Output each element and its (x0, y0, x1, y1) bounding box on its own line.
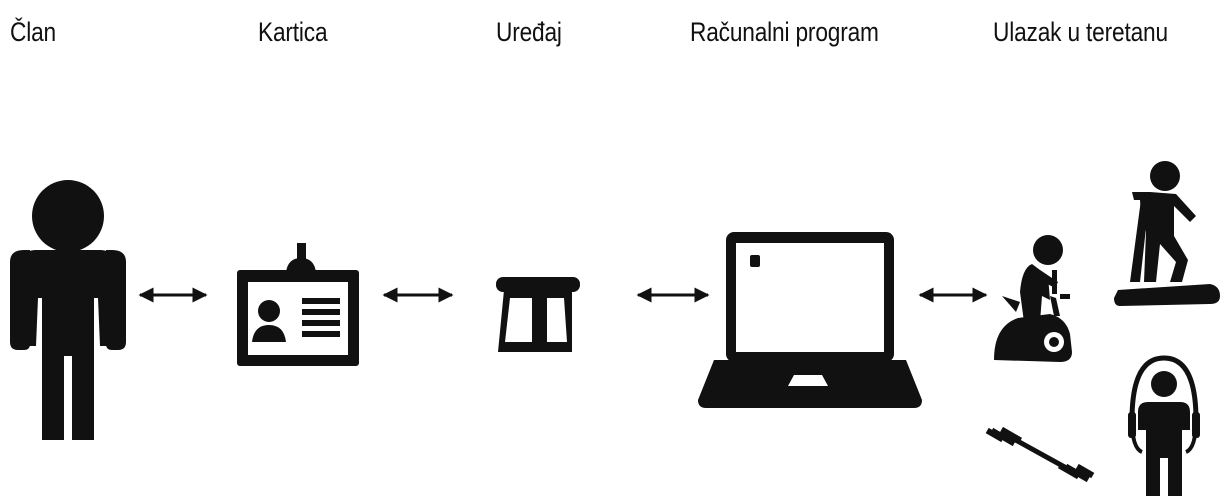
exercise-bike-icon (994, 235, 1072, 362)
label-gym-entry: Ulazak u teretanu (993, 17, 1168, 47)
person-icon (10, 180, 126, 440)
label-software: Računalni program (690, 17, 879, 47)
jump-rope-icon (1128, 355, 1200, 496)
dumbbell-icon (985, 426, 1095, 483)
label-member: Član (10, 17, 56, 47)
label-device: Uređaj (496, 17, 562, 47)
treadmill-icon (1114, 161, 1220, 306)
label-card: Kartica (258, 17, 328, 47)
laptop-icon (698, 232, 922, 408)
id-badge-icon (237, 243, 359, 366)
card-reader-icon (496, 277, 580, 352)
